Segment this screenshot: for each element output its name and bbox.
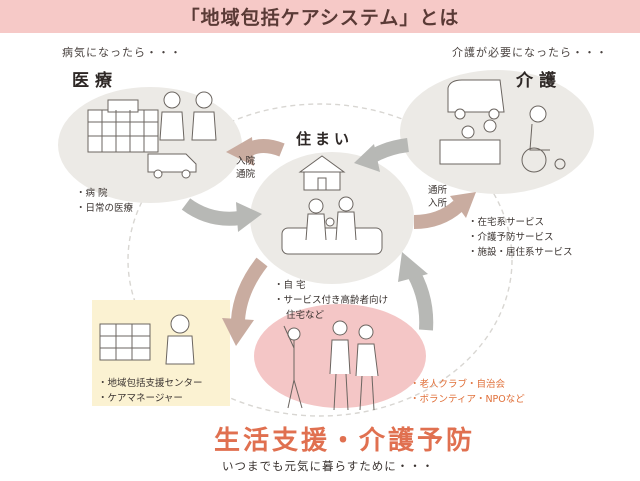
list-item: 日常の医療 — [76, 201, 134, 216]
bath-care-illustration — [439, 119, 501, 165]
prevention-items: 老人クラブ・自治会 ボランティア・NPOなど — [410, 377, 525, 407]
list-item: 在宅系サービス — [468, 215, 573, 230]
care-subtitle: 介護が必要になったら・・・ — [452, 46, 608, 59]
arrow-home-to-medical-body — [244, 139, 285, 157]
arrow-home-to-care-body — [413, 200, 463, 229]
arrow-medical-to-home-head — [236, 202, 262, 232]
hospital-illustration — [87, 99, 159, 153]
arrow-medical-to-home-body — [181, 198, 241, 226]
home-heading: 住まい — [296, 130, 354, 148]
house-illustration — [298, 155, 346, 191]
list-item: 老人クラブ・自治会 — [410, 377, 525, 392]
home-items: 自 宅 サービス付き高齢者向け — [274, 278, 389, 308]
list-item: ケアマネージャー — [98, 391, 203, 406]
support-center-items: 地域包括支援センター ケアマネージャー — [98, 376, 203, 406]
flow-label-residential: 入所 — [428, 198, 448, 209]
wheelchair-illustration — [521, 105, 566, 173]
doctors-illustration — [159, 91, 217, 141]
flow-label-admission: 入院 — [236, 156, 256, 167]
list-item: サービス付き高齢者向け — [274, 293, 389, 308]
arrow-home-to-prevention-head — [222, 318, 254, 346]
list-item: ボランティア・NPOなど — [410, 392, 525, 407]
medical-items: 病 院 日常の医療 — [76, 186, 134, 216]
arrow-home-to-medical-head — [226, 137, 254, 166]
list-item: 介護予防サービス — [468, 230, 573, 245]
care-items: 在宅系サービス 介護予防サービス 施設・居住系サービス — [468, 215, 573, 260]
ambulance-illustration — [147, 153, 197, 179]
list-item: 施設・居住系サービス — [468, 245, 573, 260]
prevention-heading: 生活支援・介護予防 — [214, 426, 476, 456]
flow-labels-left: 入院 通院 — [236, 155, 255, 181]
arrow-care-to-home-head — [354, 144, 380, 172]
care-heading: 介護 — [516, 71, 562, 91]
care-manager-illustration — [165, 314, 195, 365]
footer-caption: いつまでも元気に暮らすために・・・ — [222, 459, 435, 473]
list-item: 自 宅 — [274, 278, 388, 293]
flow-labels-right: 通所 入所 — [428, 184, 447, 210]
exercise-illustration — [283, 320, 379, 411]
medical-heading: 医療 — [72, 71, 118, 91]
arrow-prevention-to-home-body — [407, 270, 434, 331]
list-item: 地域包括支援センター — [98, 376, 203, 391]
title-banner: 「地域包括ケアシステム」とは — [0, 0, 640, 33]
care-van-illustration — [447, 79, 505, 120]
flow-label-daycare: 通所 — [428, 185, 448, 196]
arrow-prevention-to-home-head — [398, 252, 428, 282]
list-item: 病 院 — [76, 186, 133, 201]
center-building-illustration — [99, 323, 151, 361]
flow-label-outpatient: 通院 — [236, 169, 256, 180]
home-item-continuation: 住宅など — [286, 310, 325, 321]
community-dashed-circle — [127, 103, 513, 417]
family-sofa-illustration — [281, 196, 383, 255]
medical-subtitle: 病気になったら・・・ — [62, 46, 182, 59]
arrow-home-to-prevention-body — [231, 257, 268, 321]
arrow-home-to-care-head — [450, 192, 476, 218]
page-title: 「地域包括ケアシステム」とは — [180, 7, 460, 29]
